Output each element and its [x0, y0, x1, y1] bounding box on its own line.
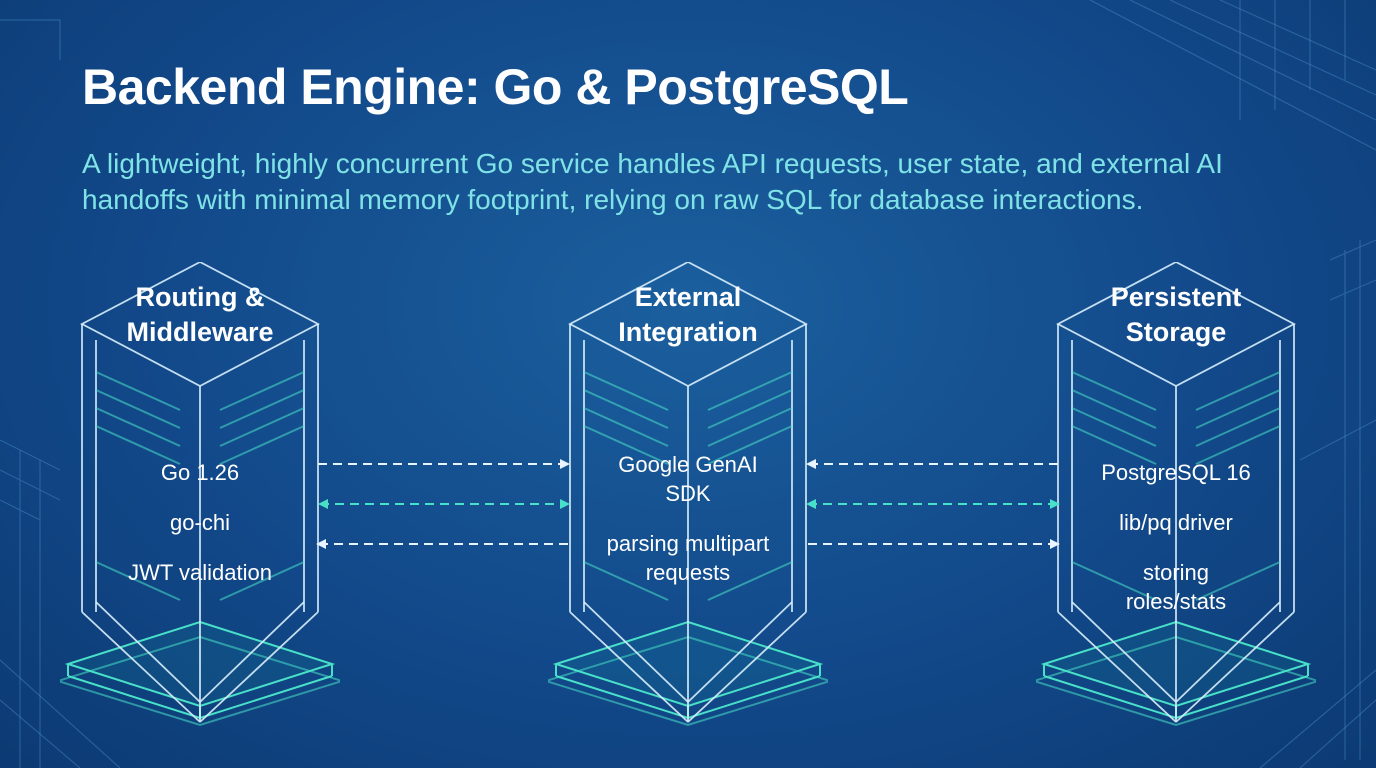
server-label: External Integration [618, 282, 758, 347]
item-go-version: Go 1.26 [160, 460, 240, 485]
server-rack-icon [60, 262, 340, 727]
server-rack-icon [548, 262, 828, 727]
page-title: Backend Engine: Go & PostgreSQL [82, 59, 909, 115]
item-postgresql-version: PostgreSQL 16 [1101, 460, 1251, 485]
item-parsing-multipart: parsing multipart requests [606, 531, 770, 585]
server-label: Persistent Storage [1110, 282, 1242, 347]
server-items: Go 1.26 go-chi JWT validation [80, 458, 320, 608]
server-items: Google GenAI SDK parsing multipart reque… [568, 450, 808, 608]
item-go-chi: go-chi [170, 510, 230, 535]
server-persistent-storage: Persistent Storage PostgreSQL 16 lib/pq … [1036, 262, 1316, 732]
item-google-genai-sdk: Google GenAI SDK [618, 452, 758, 506]
item-lib-pq-driver: lib/pq driver [1119, 510, 1233, 535]
item-storing-roles-stats: storing roles/stats [1125, 560, 1227, 614]
page-subtitle: A lightweight, highly concurrent Go serv… [82, 148, 1223, 215]
item-jwt-validation: JWT validation [128, 560, 272, 585]
server-rack-icon [1036, 262, 1316, 727]
server-external-integration: External Integration Google GenAI SDK pa… [548, 262, 828, 732]
server-items: PostgreSQL 16 lib/pq driver storing role… [1056, 458, 1296, 637]
server-routing-middleware: Routing & Middleware Go 1.26 go-chi JWT … [60, 262, 340, 732]
server-label: Routing & Middleware [126, 282, 274, 347]
